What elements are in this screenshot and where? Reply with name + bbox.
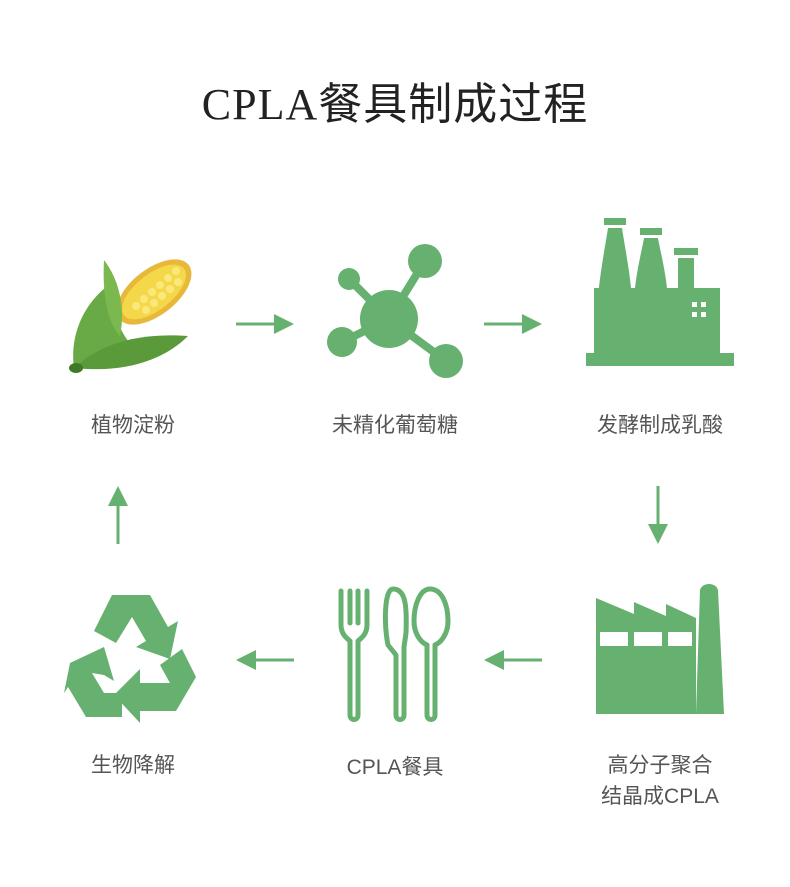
- step-label-tableware: CPLA餐具: [346, 756, 444, 779]
- arrow-right-icon: [484, 312, 542, 336]
- step-label-plant-starch: 植物淀粉: [91, 414, 175, 437]
- step-label-polymerization: 高分子聚合 结晶成CPLA: [570, 750, 750, 812]
- recycle-icon: [64, 589, 200, 723]
- cutlery-icon: [336, 585, 454, 725]
- step-label-polymerization-line1: 高分子聚合: [607, 754, 713, 777]
- arrow-down-icon: [646, 486, 670, 544]
- molecule-icon: [322, 241, 468, 383]
- step-label-biodegrade: 生物降解: [91, 754, 175, 777]
- step-label-lactic-acid: 发酵制成乳酸: [597, 414, 723, 437]
- step-label-glucose: 未精化葡萄糖: [332, 414, 458, 437]
- step-label-polymerization-line2: 结晶成CPLA: [601, 785, 719, 808]
- arrow-right-icon: [236, 312, 294, 336]
- corn-icon: [66, 244, 202, 380]
- factory-chimney-icon: [592, 580, 728, 716]
- arrow-left-icon: [236, 648, 294, 672]
- arrow-up-icon: [106, 486, 130, 544]
- arrow-left-icon: [484, 648, 542, 672]
- factory-icon: [584, 216, 736, 369]
- page-title: CPLA餐具制成过程: [201, 80, 589, 129]
